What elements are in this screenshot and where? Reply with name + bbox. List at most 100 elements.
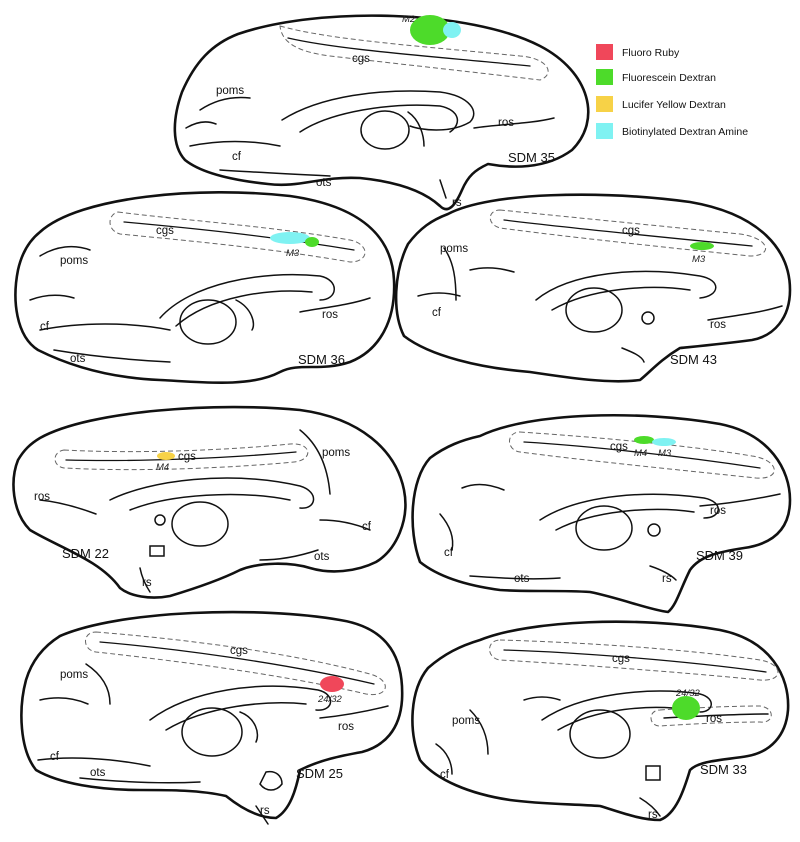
injection-bda	[652, 438, 676, 446]
rostral-sulcus	[707, 305, 783, 321]
rostral-sulcus	[39, 499, 97, 515]
thalamus	[569, 709, 631, 759]
legend-swatch-fluorescein-dextran	[596, 69, 613, 85]
case-label: SDM 36	[298, 352, 345, 367]
ros-label: ros	[710, 505, 726, 517]
rs-label: rs	[452, 197, 462, 209]
legend-swatch-fluoro-ruby	[596, 44, 613, 60]
brain-sdm39: M4 M3 cgs cf ots ros rs SDM 39	[411, 414, 792, 614]
legend-label: Fluorescein Dextran	[622, 72, 716, 84]
calcarine-fissure	[435, 743, 453, 775]
occipitotemporal-sulcus	[219, 169, 331, 177]
poms-label: poms	[60, 669, 88, 681]
cf-label: cf	[444, 547, 454, 559]
fornix	[239, 711, 259, 743]
corpus-callosum-upper	[539, 493, 719, 521]
injection-fluorescein-dextran	[690, 242, 714, 250]
thalamus	[171, 501, 229, 547]
cgs-label: cgs	[178, 451, 196, 463]
rhinal-sulcus	[139, 567, 151, 593]
brain-sdm35: M2 cgs poms cf ots ros rs SDM 35	[173, 14, 590, 211]
rostral-sulcus	[319, 705, 389, 719]
cingulate-sulcus	[65, 451, 297, 462]
calcarine-fissure	[319, 519, 371, 531]
brain-sdm36: M3 cgs poms cf ots ros SDM 36	[14, 191, 396, 385]
rhinal-sulcus	[255, 805, 269, 825]
cingulate-sulcus-outline	[109, 211, 366, 263]
injection-fluorescein-dextran	[672, 696, 700, 720]
corpus-callosum-lower	[555, 508, 695, 531]
legend-label: Biotinylated Dextran Amine	[622, 126, 748, 138]
ros-label: ros	[498, 117, 514, 129]
poms-sulcus	[85, 663, 111, 705]
occipitotemporal-sulcus	[469, 575, 561, 580]
cingulate-sulcus	[503, 649, 767, 673]
area-label: M4	[634, 448, 647, 459]
thalamus	[575, 505, 633, 551]
ots-label: ots	[70, 353, 86, 365]
corpus-callosum-lower	[299, 104, 459, 133]
legend-label: Fluoro Ruby	[622, 47, 680, 59]
injection-bda	[270, 232, 310, 244]
cingulate-sulcus-outline	[489, 209, 767, 257]
ots-label: ots	[316, 177, 332, 189]
corpus-callosum-upper	[149, 685, 332, 721]
poms-label: poms	[452, 715, 480, 727]
mammillary	[154, 514, 166, 526]
sulcus	[29, 294, 75, 301]
mammillary	[259, 770, 283, 791]
corpus-callosum-lower	[175, 290, 313, 327]
occipitotemporal-sulcus	[79, 777, 201, 784]
area-label: 24/32	[675, 688, 700, 699]
case-label: SDM 22	[62, 546, 109, 561]
occipitotemporal-sulcus	[259, 549, 319, 561]
cgs-label: cgs	[612, 653, 630, 665]
legend-swatch-bda	[596, 123, 613, 139]
thalamus	[360, 110, 410, 150]
rhinal-sulcus	[639, 797, 661, 817]
hypothalamus	[645, 765, 661, 781]
thalamus	[565, 287, 623, 333]
injection-fluorescein-dextran	[305, 237, 319, 247]
poms-label: poms	[216, 85, 244, 97]
ros-label: ros	[34, 491, 50, 503]
rostral-sulcus	[473, 117, 555, 129]
case-label: SDM 35	[508, 150, 555, 165]
corpus-callosum-lower	[165, 702, 307, 731]
fornix	[407, 111, 425, 147]
rs-label: rs	[662, 573, 672, 585]
injection-fluorescein-dextran	[634, 436, 654, 444]
corpus-callosum-upper	[541, 690, 712, 721]
legend-item: Fluorescein Dextran	[596, 69, 716, 85]
rhinal-sulcus	[439, 179, 447, 199]
ros-label: ros	[322, 309, 338, 321]
area-label: M3	[286, 248, 300, 259]
legend-item: Lucifer Yellow Dextran	[596, 96, 726, 112]
rostral-sulcus	[699, 493, 781, 507]
mammillary	[641, 311, 655, 325]
ros-label: ros	[338, 721, 354, 733]
brain-outline	[20, 610, 404, 820]
ros-label: ros	[706, 713, 722, 725]
injection-fluorescein-dextran	[410, 15, 450, 45]
case-label: SDM 39	[696, 548, 743, 563]
poms-label: poms	[60, 255, 88, 267]
calcarine-fissure	[39, 323, 171, 331]
area-label: 24/32	[317, 694, 342, 705]
rostral-sulcus	[663, 713, 769, 719]
rs-label: rs	[260, 805, 270, 817]
injection-fluoro-ruby	[320, 676, 344, 692]
cgs-label: cgs	[622, 225, 640, 237]
rhinal-sulcus	[649, 565, 677, 581]
fornix	[235, 299, 255, 331]
corpus-callosum-upper	[535, 270, 717, 301]
cf-label: cf	[40, 321, 50, 333]
cgs-label: cgs	[610, 441, 628, 453]
poms-sulcus	[469, 709, 489, 755]
legend-item: Biotinylated Dextran Amine	[596, 123, 748, 139]
injection-lucifer-yellow	[157, 452, 175, 460]
sulcus	[417, 292, 461, 297]
cf-label: cf	[440, 769, 450, 781]
brain-outline	[12, 405, 407, 599]
